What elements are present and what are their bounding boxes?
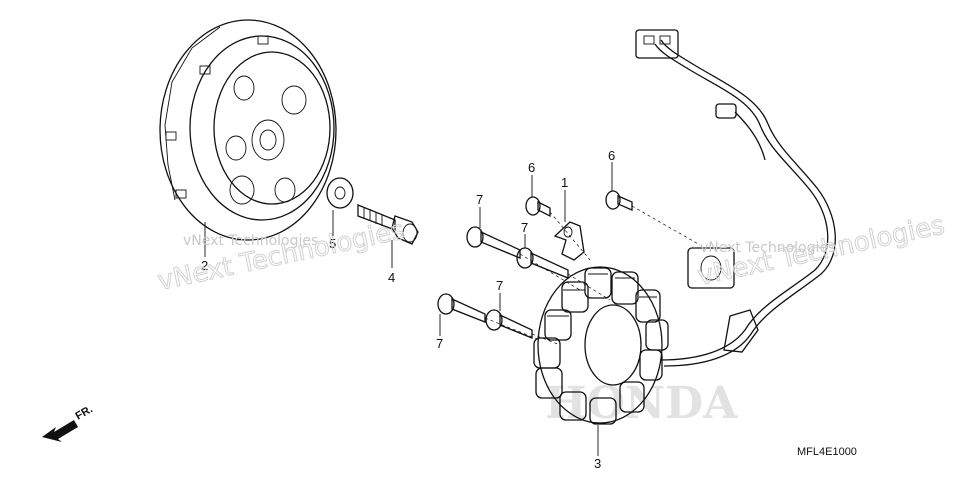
callout-4: 4 [388, 270, 395, 285]
callout-7a: 7 [476, 192, 483, 207]
flywheel-rotor[interactable] [159, 19, 337, 241]
grommet[interactable] [723, 309, 759, 353]
svg-text:vNext Technologies: vNext Technologies [155, 215, 407, 297]
wire-clamp[interactable] [553, 221, 585, 261]
wire-harness[interactable] [635, 29, 836, 367]
callout-7c: 7 [496, 278, 503, 293]
bolt-6a[interactable] [525, 196, 551, 218]
callout-7d: 7 [436, 336, 443, 351]
svg-text:vNext Technologies: vNext Technologies [700, 240, 835, 256]
assembly-guide-lines [484, 205, 701, 346]
sub-connector[interactable] [715, 103, 737, 119]
diagram-code: MFL4E1000 [797, 446, 857, 458]
bolt-7b[interactable] [516, 247, 569, 279]
main-connector[interactable] [635, 29, 679, 59]
callout-6a: 6 [528, 160, 535, 175]
callout-1: 1 [561, 175, 568, 190]
leader-lines [204, 162, 613, 456]
bolt-7a[interactable] [466, 226, 521, 259]
direction-label: FR. [74, 403, 95, 422]
callout-6b: 6 [608, 148, 615, 163]
flywheel-bolt[interactable] [357, 204, 419, 245]
stator-assembly[interactable] [533, 266, 669, 425]
callout-7b: 7 [521, 220, 528, 235]
front-direction-arrow: FR. [42, 403, 95, 442]
bolt-6b[interactable] [605, 190, 633, 211]
svg-text:vNext Technologies: vNext Technologies [183, 233, 318, 249]
callout-2: 2 [201, 258, 208, 273]
pulser-coil[interactable] [687, 247, 735, 289]
bolt-7c[interactable] [437, 293, 486, 323]
callout-5: 5 [329, 236, 336, 251]
callout-3: 3 [594, 456, 601, 471]
bolt-7d[interactable] [485, 309, 533, 339]
arrow-icon [42, 420, 78, 442]
watermark: vNext Technologies vNext Technologies vN… [155, 210, 948, 298]
washer[interactable] [326, 177, 354, 209]
